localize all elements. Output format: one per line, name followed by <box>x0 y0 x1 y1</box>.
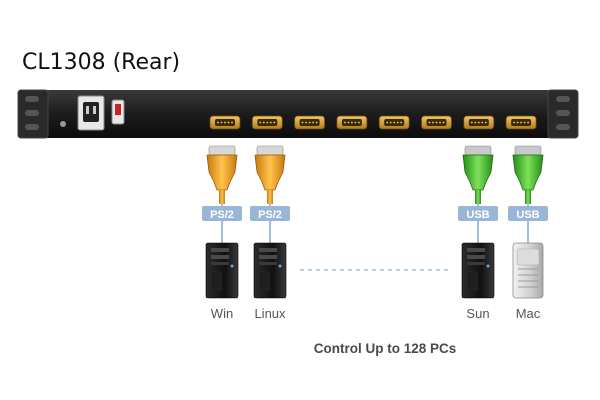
computer-tower-icon <box>253 242 287 299</box>
connector-type-label: USB <box>466 209 489 221</box>
pc-ports <box>209 115 537 130</box>
computer-tower-icon <box>512 242 544 299</box>
connector-type-badge: USB <box>508 206 548 221</box>
connector-type-label: PS/2 <box>258 209 282 221</box>
db-port <box>209 115 241 130</box>
db-port <box>251 115 283 130</box>
ground-screw <box>60 121 66 127</box>
db-port <box>463 115 495 130</box>
power-inlet <box>77 95 105 131</box>
diagram-title: CL1308 (Rear) <box>22 50 181 75</box>
usb-connector-icon <box>512 145 544 204</box>
usb-connector-icon <box>462 145 494 204</box>
db-port <box>421 115 452 130</box>
connector-type-badge: USB <box>458 206 498 221</box>
ps2-connector-icon <box>254 145 286 204</box>
connection-mac: USB Mac <box>508 145 548 321</box>
ps2-connector-icon <box>206 145 238 204</box>
db-port <box>378 115 410 130</box>
power-switch <box>111 99 125 125</box>
pc-label: Sun <box>466 306 489 321</box>
connector-type-label: PS/2 <box>210 209 234 221</box>
diagram-caption: Control Up to 128 PCs <box>313 341 457 356</box>
pc-label: Mac <box>516 306 541 321</box>
connector-type-badge: PS/2 <box>202 206 242 221</box>
pc-label: Win <box>211 306 233 321</box>
computer-tower-icon <box>205 242 239 299</box>
db-port <box>505 115 537 130</box>
pc-label: Linux <box>254 306 286 321</box>
connector-type-label: USB <box>516 209 539 221</box>
db-port <box>294 115 326 130</box>
connector-type-badge: PS/2 <box>250 206 290 221</box>
computer-tower-icon <box>461 242 495 299</box>
connection-sun: USB Sun <box>458 145 498 321</box>
db-port <box>336 115 368 130</box>
